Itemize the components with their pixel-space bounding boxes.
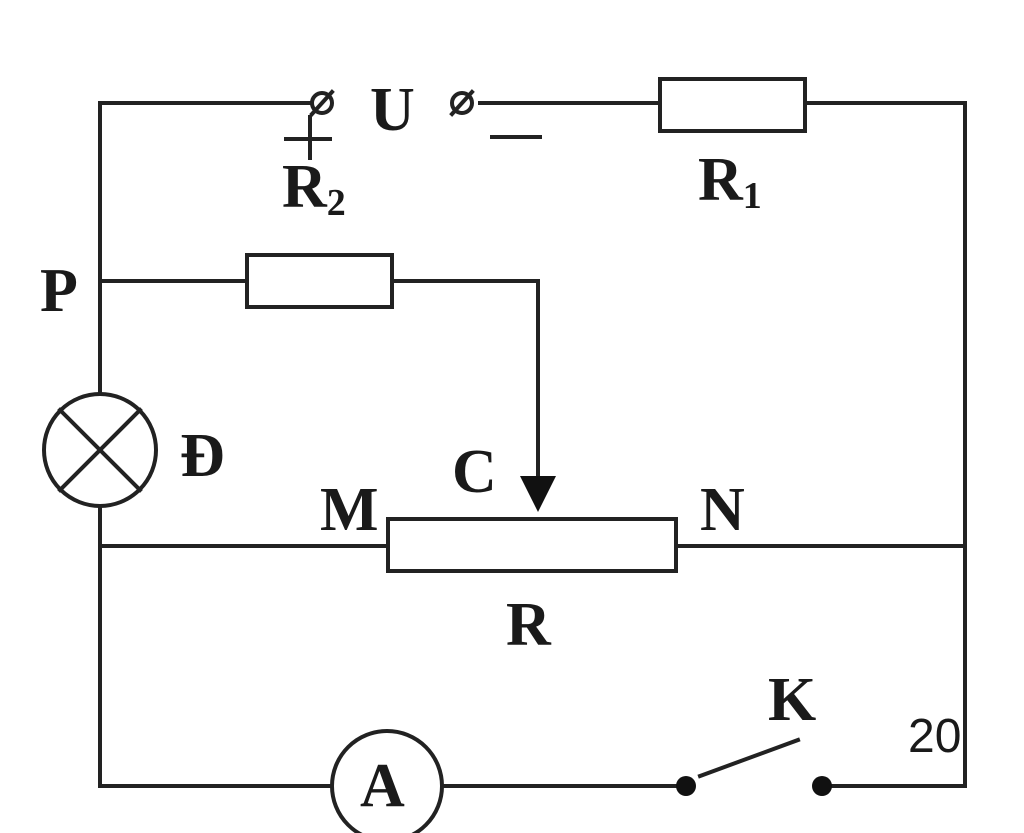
node-c-label: C bbox=[452, 438, 497, 506]
resistor-r2-label: R2 bbox=[282, 153, 346, 224]
resistor-r1-label: R1 bbox=[698, 146, 762, 217]
plus-sign-icon bbox=[284, 115, 332, 160]
node-p-label: P bbox=[40, 257, 78, 325]
lamp-label: Đ bbox=[180, 422, 225, 490]
slider-arrow bbox=[520, 476, 556, 512]
corner-number: 20 bbox=[908, 710, 961, 763]
terminal-icon bbox=[449, 89, 475, 117]
minus-sign-icon bbox=[490, 101, 542, 139]
rheostat-label: R bbox=[506, 591, 552, 659]
ammeter-label: A bbox=[360, 752, 405, 820]
lamp-cross-icon bbox=[42, 392, 158, 508]
switch-label: K bbox=[768, 666, 816, 734]
rheostat-mn bbox=[386, 517, 678, 573]
node-m-label: M bbox=[320, 476, 379, 544]
terminal-icon bbox=[309, 89, 335, 117]
node-n-label: N bbox=[700, 476, 745, 544]
resistor-r2 bbox=[245, 253, 394, 309]
ammeter-icon bbox=[330, 729, 444, 833]
resistor-r1 bbox=[658, 77, 807, 133]
source-label: U bbox=[370, 76, 415, 144]
open-switch-icon bbox=[676, 737, 832, 796]
